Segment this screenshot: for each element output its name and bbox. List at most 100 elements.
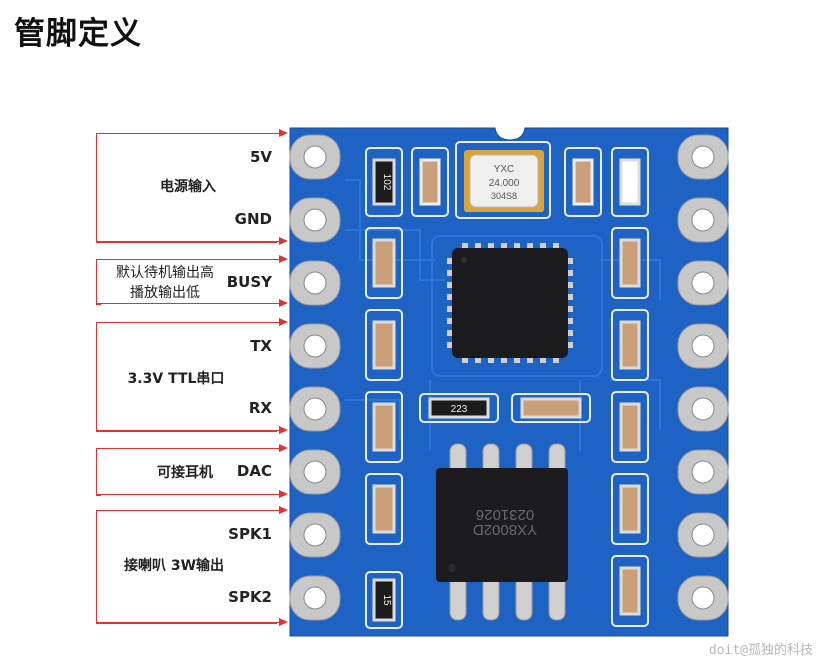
mcu-pin-top-1 (462, 243, 468, 251)
mcu-pin-top-8 (553, 243, 559, 251)
resistor-102 (372, 158, 396, 206)
right-pin-pads (677, 134, 729, 621)
crystal-marking-2: 24.000 (489, 178, 520, 189)
top-led (619, 158, 641, 206)
mcu-pin-bottom-5 (514, 355, 520, 363)
pin-label-dac: DAC (236, 462, 272, 480)
mcu-pin-left-5 (447, 306, 455, 312)
mcu-pin-top-6 (527, 243, 533, 251)
mcu-pin-right-3 (565, 282, 573, 288)
mcu-pin-top-7 (540, 243, 546, 251)
right-frame-1 (611, 227, 649, 299)
right-frame-2 (611, 309, 649, 381)
amp-marking-2: YX8002D (473, 521, 537, 538)
left-cap-2 (372, 320, 396, 370)
amplifier-chip-body (436, 468, 568, 582)
left-component-column (365, 227, 403, 545)
group-label-dac: 可接耳机 (157, 465, 213, 481)
mcu-pin-right-1 (565, 258, 573, 264)
mcu-pin-right-7 (565, 330, 573, 336)
mcu-pin-right-4 (565, 294, 573, 300)
mcu-pin-left-6 (447, 318, 455, 324)
mcu-pin-left-2 (447, 270, 455, 276)
arrow-spk1 (96, 506, 288, 514)
pcb-body (289, 127, 729, 637)
left-pad-hole-8 (303, 586, 327, 610)
mcu-pin-bottom-6 (527, 355, 533, 363)
pin-label-spk2: SPK2 (228, 588, 272, 606)
crystal-marking-1: YXC (494, 164, 515, 175)
mcu-pin-top-2 (475, 243, 481, 251)
mcu-pin-bottom-7 (540, 355, 546, 363)
left-pin-pads (289, 134, 341, 621)
crystal-marking-3: 304S8 (491, 191, 517, 201)
mcu-pin-bottom-4 (501, 355, 507, 363)
resistor-102-marking: 102 (381, 174, 392, 191)
left-frame-4 (365, 473, 403, 545)
top-cap-frame-1 (411, 147, 449, 217)
resistor-102-frame (365, 147, 403, 217)
mcu-pin-left-3 (447, 282, 455, 288)
mcu-pin-bottom-1 (462, 355, 468, 363)
mcu-pin-right-2 (565, 270, 573, 276)
arrow-dac-top (96, 444, 288, 452)
mcu-pin-bottom-8 (553, 355, 559, 363)
resistor-15 (372, 578, 396, 622)
mcu-pin-right-8 (565, 342, 573, 348)
mcu-chip (447, 243, 573, 363)
arrow-5v (96, 129, 288, 137)
right-frame-5 (611, 555, 649, 627)
right-pad-hole-4 (691, 334, 715, 358)
group-label-busy-line1: 默认待机输出高 (116, 265, 214, 281)
page-title: 管脚定义 (14, 16, 142, 52)
right-pad-hole-5 (691, 397, 715, 421)
left-pad-hole-2 (303, 208, 327, 232)
amplifier-pin1-dot (448, 564, 456, 572)
top-led-frame (611, 147, 649, 217)
bracket-dac (96, 448, 101, 496)
right-cap-4 (619, 484, 641, 534)
crystal-top (469, 154, 539, 208)
right-pad-hole-7 (691, 523, 715, 547)
right-frame-4 (611, 473, 649, 545)
left-cap-3 (372, 402, 396, 452)
group-label-power: 电源输入 (160, 179, 216, 195)
arrow-busy-top (96, 255, 288, 263)
left-cap-4 (372, 484, 396, 534)
left-pad-hole-1 (303, 145, 327, 169)
left-pad-hole-6 (303, 460, 327, 484)
right-cap-5 (619, 566, 641, 616)
arrow-tx (96, 318, 288, 326)
crystal-frame (455, 141, 551, 219)
pin-label-busy: BUSY (226, 273, 272, 291)
top-cap-frame-2 (564, 147, 602, 217)
left-pad-hole-4 (303, 334, 327, 358)
resistor-15-frame (365, 571, 403, 629)
pin-label-5v: 5V (249, 148, 272, 166)
watermark: doit@孤独的科技 (708, 643, 813, 658)
left-pad-hole-5 (303, 397, 327, 421)
cap-mid (520, 397, 582, 419)
left-pad-hole-7 (303, 523, 327, 547)
mcu-pin1-dot (461, 257, 467, 263)
right-cap-1 (619, 238, 641, 288)
right-component-column (611, 227, 649, 627)
amplifier-chip: 0231026 YX8002D (436, 443, 568, 621)
arrow-dac-bottom (96, 490, 288, 498)
group-label-uart: 3.3V TTL串口 (127, 371, 225, 387)
arrow-gnd (96, 237, 288, 245)
arrow-busy-bottom (96, 299, 288, 307)
mcu-pin-top-5 (514, 243, 520, 251)
left-cap-1 (372, 238, 396, 288)
mcu-pin-bottom-3 (488, 355, 494, 363)
left-frame-2 (365, 309, 403, 381)
group-label-busy-line2: 播放输出低 (130, 285, 200, 301)
right-frame-3 (611, 391, 649, 463)
pin-label-tx: TX (250, 337, 272, 355)
mcu-pin-top-3 (488, 243, 494, 251)
left-frame-3 (365, 391, 403, 463)
cap-mid-frame (511, 393, 591, 423)
pin-label-gnd: GND (234, 210, 272, 228)
right-cap-3 (619, 402, 641, 452)
mcu-pin-left-4 (447, 294, 455, 300)
